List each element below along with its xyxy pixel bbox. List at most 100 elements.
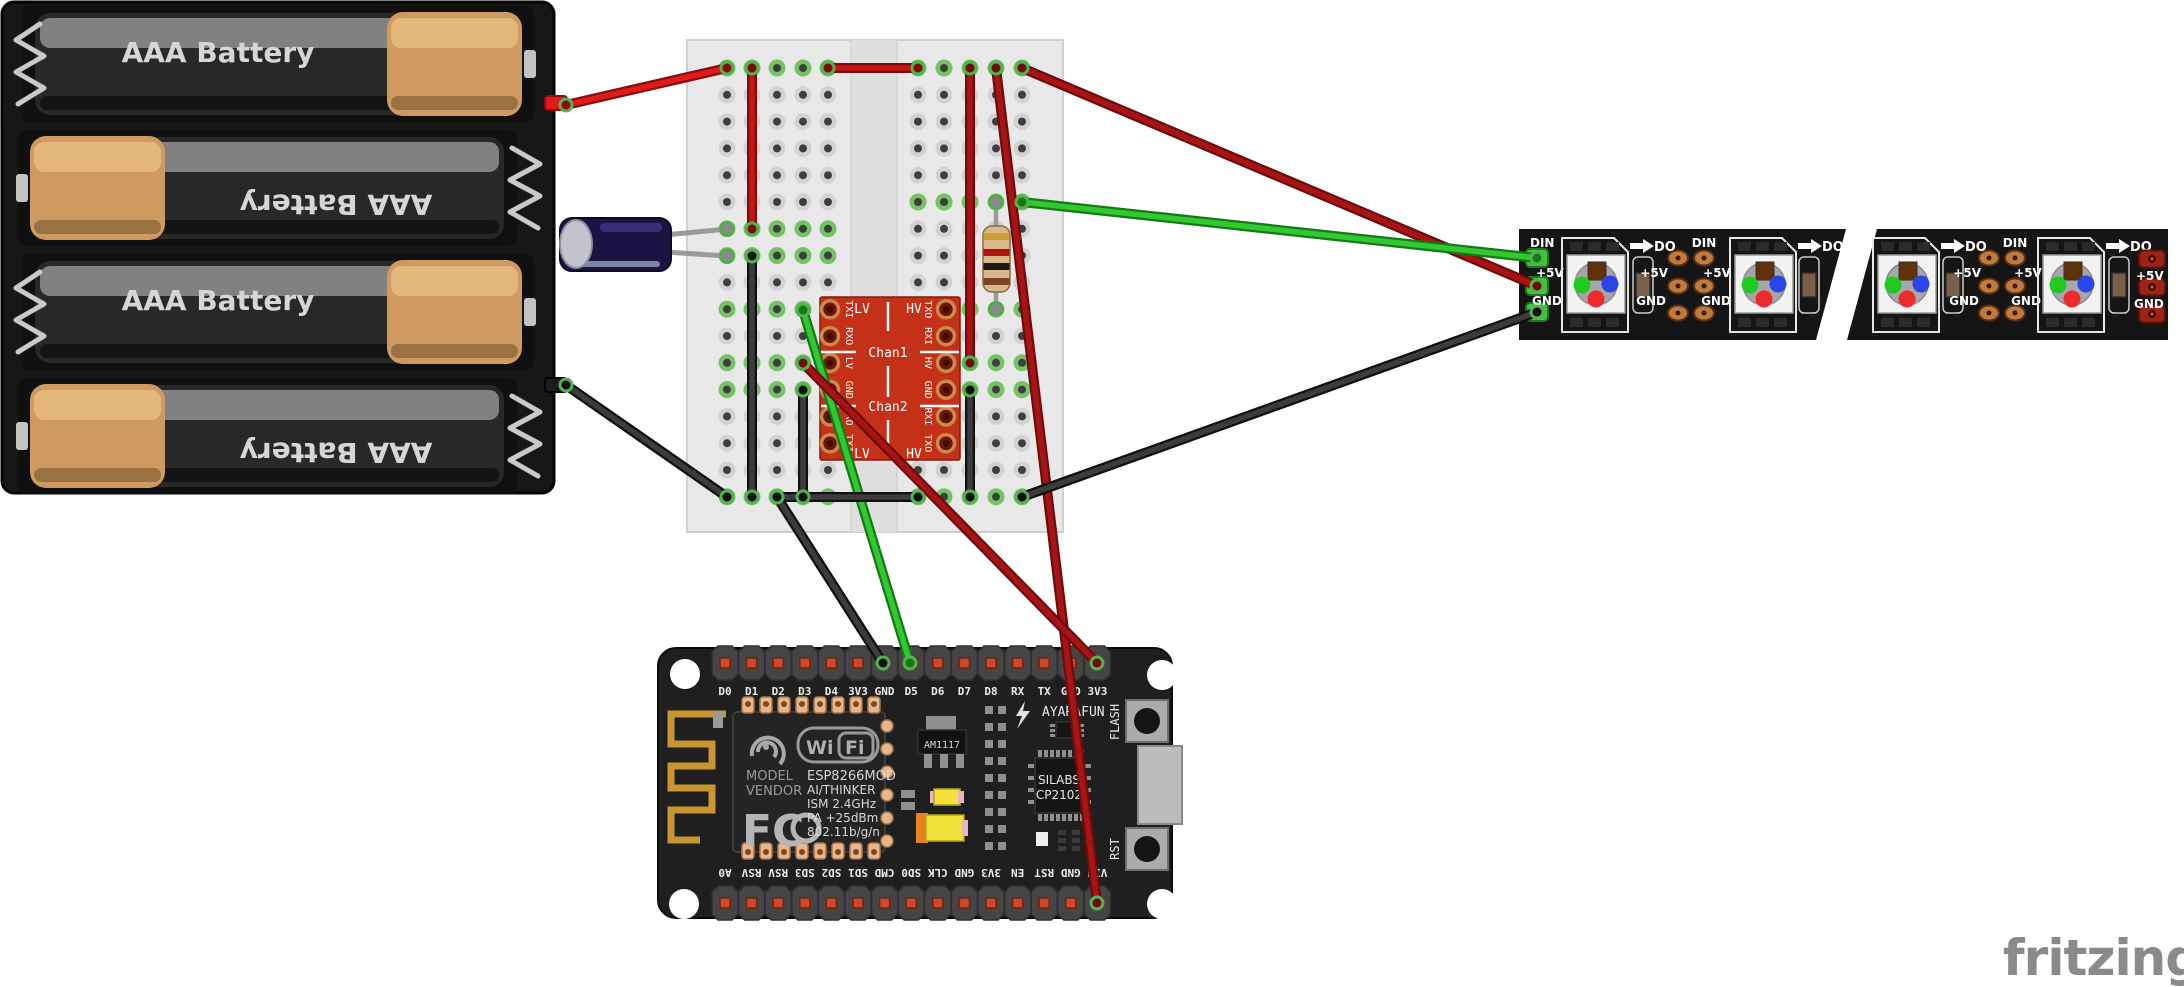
gnd-label: GND <box>2134 297 2164 311</box>
wire-end-cap <box>719 489 735 505</box>
do-arrow-head <box>1811 239 1822 253</box>
wire-d5-to-txi[interactable] <box>798 305 915 668</box>
top-pin-label: GND <box>875 685 895 698</box>
rst-button-cap[interactable] <box>1134 836 1160 862</box>
led-outline <box>1872 237 1940 333</box>
led-solder-pad <box>1881 318 1894 327</box>
breadboard-hole-center <box>992 439 1000 448</box>
esp-line-1: AI/THINKER <box>807 783 875 797</box>
fcc-logo: FC <box>742 806 804 857</box>
pin-hole <box>852 897 864 909</box>
wire-end-cap <box>1014 489 1030 505</box>
smd-dark <box>1058 830 1066 835</box>
via-pad <box>998 723 1006 731</box>
nodemcu-esp8266-board[interactable]: D0A0D1RSVD2RSVD3SD3D4SD23V3SD1GNDCMDD5SD… <box>657 645 1183 921</box>
breadboard-hole-center <box>1018 144 1026 153</box>
bottom-pin-label: RSV <box>768 866 788 879</box>
top-pin-label: RX <box>1011 685 1025 698</box>
flash-button-cap[interactable] <box>1134 708 1160 734</box>
wire-gnd-to-nodemcu[interactable] <box>772 492 888 668</box>
copper-pad-hole <box>2012 283 2018 289</box>
breadboard-hole-center <box>773 198 781 206</box>
breadboard-hole-center <box>824 198 832 206</box>
pin-hole <box>985 897 997 909</box>
bottom-pin-label: GND <box>954 866 974 879</box>
gnd-label: GND <box>1701 294 1731 308</box>
smd-end <box>930 791 936 803</box>
wire-core <box>1019 199 1540 261</box>
wire-led-din[interactable] <box>1017 197 1542 263</box>
top-pin-label: TX <box>1038 685 1052 698</box>
pin-hole <box>719 657 731 669</box>
din-label: DIN <box>2003 236 2027 250</box>
led-solder-pad <box>1570 318 1583 327</box>
breadboard-hole-center <box>799 90 807 99</box>
bottom-pin-label: EN <box>1011 866 1024 879</box>
battery-spring <box>13 269 47 355</box>
wifi-logo-wi: Wi <box>806 737 833 759</box>
top-pin-label: D6 <box>931 685 945 698</box>
breadboard-hole-center <box>799 251 807 260</box>
breadboard-hole-center <box>824 224 832 233</box>
led-solder-pad <box>2046 242 2059 251</box>
esp-line-2: ISM 2.4GHz <box>807 797 876 811</box>
breadboard-hole-center <box>992 385 1000 394</box>
breadboard-hole-center <box>940 64 948 72</box>
bottom-pin-label: CLK <box>927 866 947 879</box>
strip-capacitor-outline <box>1632 256 1654 314</box>
jumper-wires[interactable] <box>558 60 1545 911</box>
via-pad <box>985 723 993 731</box>
breadboard-hole-center <box>824 144 832 153</box>
breadboard-hole-center <box>773 439 781 448</box>
wire-core <box>800 360 1100 666</box>
wire-battery-positive[interactable] <box>561 63 732 110</box>
wire-led-gnd[interactable] <box>1017 307 1542 502</box>
led-solder-pad <box>2046 318 2059 327</box>
smd-dark <box>1072 838 1080 843</box>
bottom-pin-label: RST <box>1034 866 1054 879</box>
top-pin-label: D7 <box>958 685 971 698</box>
flash-button-label: FLASH <box>1108 704 1122 740</box>
electrolytic-capacitor[interactable] <box>559 217 735 272</box>
pin-hole <box>745 657 758 669</box>
breadboard-hole-center <box>940 117 948 126</box>
plus5v-label: +5V <box>2136 269 2164 283</box>
breadboard-hole-center <box>773 224 781 233</box>
wifi-swirl-dot <box>763 744 769 750</box>
ic-pad <box>1050 724 1055 727</box>
resistor[interactable] <box>982 194 1011 317</box>
breadboard-hole-center <box>824 278 832 287</box>
pin-hole <box>958 657 971 669</box>
wire-battery-negative[interactable] <box>561 380 732 502</box>
do-label: DO <box>1654 240 1676 255</box>
wire-end-cap <box>795 355 811 371</box>
copper-pad-hole <box>1986 283 1992 289</box>
wire-lv-to-3v3[interactable] <box>798 358 1102 668</box>
breadboard-hole-center <box>992 492 1000 501</box>
breadboard-hole-center <box>940 144 948 153</box>
breadboard-hole-center <box>1018 385 1026 394</box>
chip-pad <box>1050 750 1054 757</box>
bottom-pin-label: SD0 <box>901 866 921 879</box>
castellation-hole <box>799 849 805 855</box>
ls-pin-label-left: TXI <box>843 300 854 318</box>
resistor-leg-end <box>988 301 1004 317</box>
smd-end <box>962 820 968 836</box>
strip-output-pad-dot <box>2150 285 2154 289</box>
esp-line-0: ESP8266MOD <box>807 769 896 784</box>
do-arrow-head <box>1643 239 1654 253</box>
breadboard-hole-center <box>824 251 832 260</box>
led-solder-pad <box>1899 318 1912 327</box>
top-pin-label: D4 <box>825 685 839 698</box>
chip-pad <box>1068 814 1072 821</box>
breadboard-hole-center <box>773 64 781 72</box>
strip-capacitor <box>2111 272 2127 298</box>
breadboard-hole-center <box>940 198 948 206</box>
top-pin-label: D1 <box>745 685 759 698</box>
usb-chip-line-0: SILABS <box>1038 773 1080 787</box>
castellation-hole <box>763 701 769 707</box>
via-pad <box>998 774 1006 782</box>
castellation-hole <box>781 849 787 855</box>
